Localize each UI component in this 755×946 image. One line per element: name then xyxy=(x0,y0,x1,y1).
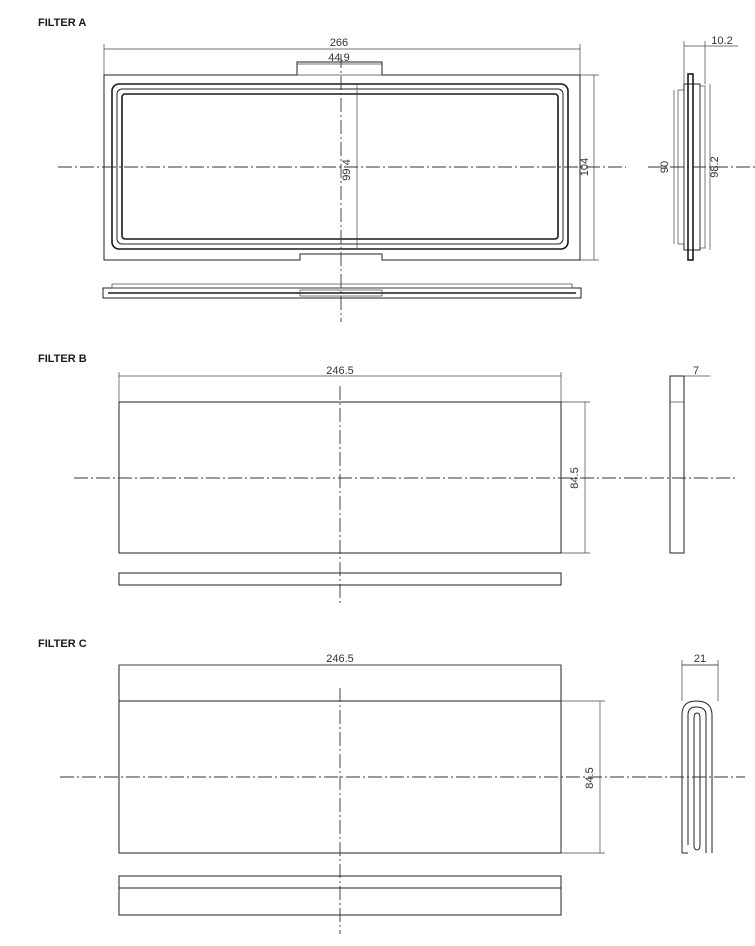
filter-c-side-fold-mid xyxy=(687,706,707,853)
filter-a-dim-tab: 44.9 xyxy=(328,52,349,64)
filter-b-title: FILTER B xyxy=(38,353,87,365)
filter-c-side-fold-inner xyxy=(693,712,701,851)
filter-c-side-fold-outer xyxy=(681,700,713,853)
filter-a-gasket-inner xyxy=(121,93,559,240)
filter-a-dim-height: 104 xyxy=(579,158,591,176)
filter-a-group: FILTER A 266 44.9 99.4 104 xyxy=(38,17,755,322)
filter-c-dim-height: 84.5 xyxy=(584,767,596,788)
filter-a-bottom-profile-tab xyxy=(299,289,383,297)
filter-a-title: FILTER A xyxy=(38,17,86,29)
filter-c-title: FILTER C xyxy=(38,638,87,650)
filter-b-side-body xyxy=(669,375,685,554)
filter-b-bottom-profile xyxy=(118,572,562,586)
filter-a-dim-depth: 10.2 xyxy=(711,35,732,47)
filter-c-dim-width: 246.5 xyxy=(326,653,354,665)
filter-a-dim-inner-height: 99.4 xyxy=(341,159,353,180)
filter-c-dim-depth: 21 xyxy=(694,653,706,665)
filter-a-dim-width: 266 xyxy=(330,37,348,49)
filter-a-gasket-outer xyxy=(111,83,569,250)
filter-a-gasket-mid xyxy=(116,88,564,245)
filter-c-bottom-profile xyxy=(118,875,562,916)
filter-c-group: FILTER C 246.5 84.5 21 xyxy=(38,638,745,934)
filter-b-group: FILTER B 246.5 84.5 7 xyxy=(38,353,735,604)
filter-b-dim-depth: 7 xyxy=(693,365,699,377)
filter-a-bottom-profile-lip xyxy=(111,283,573,289)
filter-b-dim-width: 246.5 xyxy=(326,365,354,377)
